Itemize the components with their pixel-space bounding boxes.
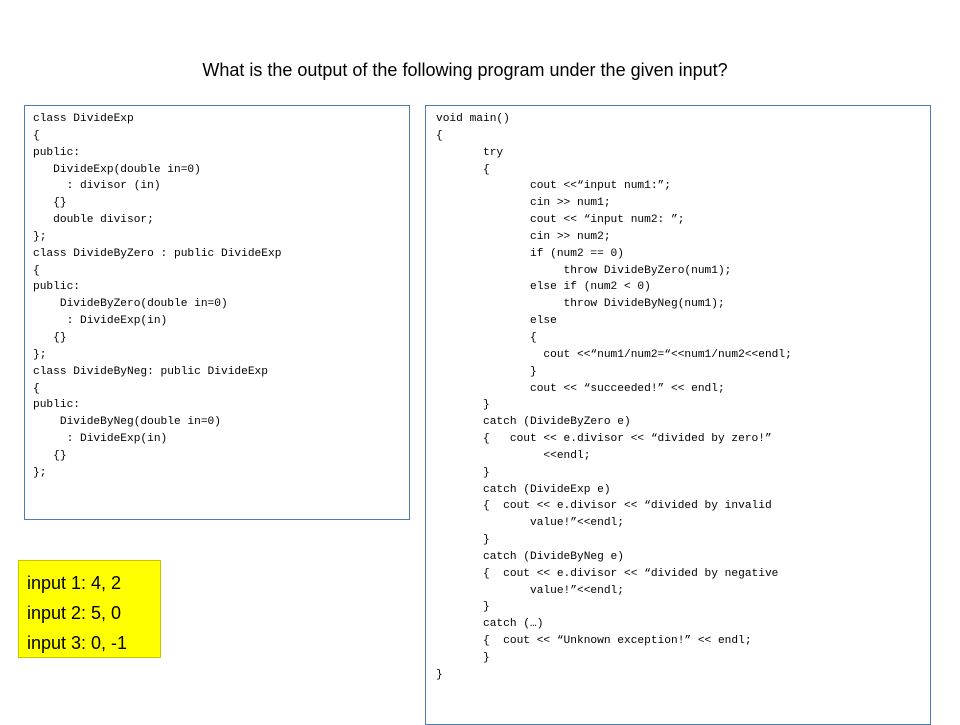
code-line: : DivideExp(in)	[33, 433, 168, 446]
code-line: {	[436, 331, 537, 344]
code-line: cin >> num2;	[436, 230, 611, 243]
code-line: throw DivideByNeg(num1);	[436, 298, 725, 311]
code-line: {}	[33, 449, 67, 462]
code-line: { cout << e.divisor << “divided by negat…	[436, 567, 779, 580]
code-line: {	[436, 163, 490, 176]
code-line: }	[436, 601, 490, 614]
code-line: }	[436, 668, 443, 681]
code-line: cout <<“num1/num2=“<<num1/num2<<endl;	[436, 348, 792, 361]
code-line: }	[436, 466, 490, 479]
code-line: if (num2 == 0)	[436, 247, 624, 260]
page-title: What is the output of the following prog…	[202, 60, 728, 80]
code-line: class DivideByZero : public DivideExp	[33, 247, 282, 260]
code-line: throw DivideByZero(num1);	[436, 264, 732, 277]
input-2-label: input 2: 5, 0	[27, 603, 122, 623]
code-line: DivideByZero(double in=0)	[33, 298, 228, 311]
code-line: {}	[33, 197, 67, 210]
input-3-label: input 3: 0, -1	[27, 633, 128, 653]
code-line: value!”<<endl;	[436, 584, 624, 597]
code-line: void main()	[436, 113, 510, 125]
input-1-label: input 1: 4, 2	[27, 573, 122, 593]
code-line: public:	[33, 399, 80, 412]
code-line: { cout << e.divisor << “divided by zero!…	[436, 433, 772, 446]
code-line: : DivideExp(in)	[33, 315, 168, 328]
main-function-code-box: void main() { try { cout <<“input num1:”…	[425, 105, 931, 725]
code-line: }	[436, 399, 490, 412]
code-line: { cout << e.divisor << “divided by inval…	[436, 500, 772, 513]
code-line: : divisor (in)	[33, 180, 161, 193]
code-line: public:	[33, 281, 80, 294]
inputs-highlight-box: input 1: 4, 2 input 2: 5, 0 input 3: 0, …	[18, 560, 161, 658]
code-line: public:	[33, 146, 80, 159]
code-line: cout <<“input num1:”;	[436, 180, 671, 193]
code-line: catch (…)	[436, 618, 544, 631]
code-line: catch (DivideExp e)	[436, 483, 611, 496]
code-line: { cout << “Unknown exception!” << endl;	[436, 635, 752, 648]
code-line: catch (DivideByNeg e)	[436, 550, 624, 563]
code-line: {	[33, 129, 40, 142]
code-line: {	[436, 129, 443, 142]
code-line: catch (DivideByZero e)	[436, 416, 631, 429]
code-line: value!”<<endl;	[436, 517, 624, 530]
class-definitions-code-box: class DivideExp { public: DivideExp(doub…	[24, 105, 410, 520]
code-line: class DivideByNeg: public DivideExp	[33, 365, 268, 378]
code-line: else if (num2 < 0)	[436, 281, 651, 294]
code-line: try	[436, 146, 504, 159]
code-line: DivideByNeg(double in=0)	[33, 416, 221, 429]
code-line: };	[33, 466, 47, 479]
code-line: class DivideExp	[33, 113, 134, 125]
code-line: cout << “input num2: ”;	[436, 214, 685, 227]
code-line: }	[436, 534, 490, 547]
code-line: {	[33, 382, 40, 395]
code-line: else	[436, 315, 557, 328]
code-line: };	[33, 348, 47, 361]
code-line: <<endl;	[436, 449, 591, 462]
code-line: {	[33, 264, 40, 277]
code-line: double divisor;	[33, 214, 154, 227]
code-line: cin >> num1;	[436, 197, 611, 210]
code-line: {}	[33, 331, 67, 344]
code-line: }	[436, 652, 490, 664]
code-line: DivideExp(double in=0)	[33, 163, 201, 176]
code-line: }	[436, 365, 537, 378]
code-line: };	[33, 230, 47, 243]
code-line: cout << “succeeded!” << endl;	[436, 382, 725, 395]
